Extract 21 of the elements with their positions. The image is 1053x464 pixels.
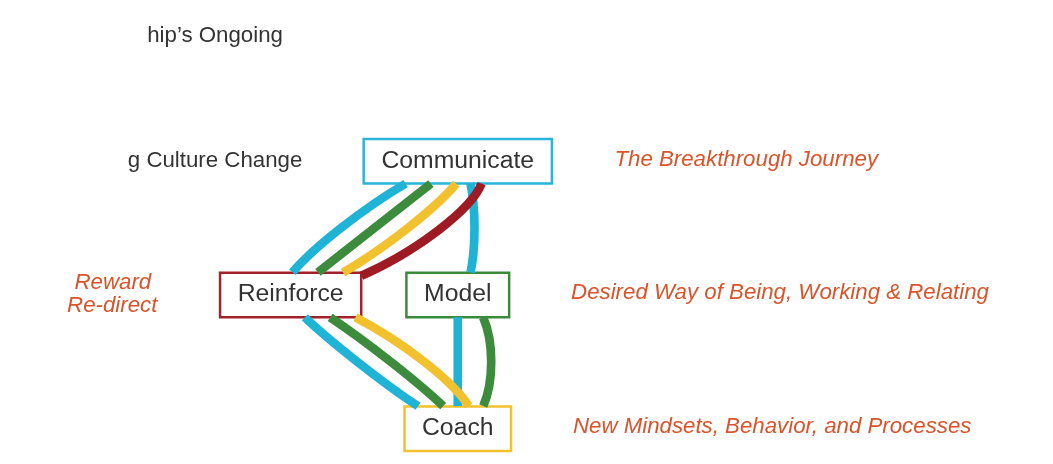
node-label: Re-direct — [67, 291, 158, 317]
label: g Culture Change — [127, 146, 303, 172]
connector — [479, 315, 496, 408]
connector — [359, 181, 486, 280]
connector — [301, 313, 421, 410]
node-box: Reinforce — [218, 271, 363, 319]
node-box: Communicate — [362, 137, 554, 185]
connector — [315, 179, 434, 276]
label: hip’s Ongoing — [147, 21, 283, 47]
node-label: Reward — [74, 268, 152, 294]
node-label: New Mindsets, Behavior, and Processes — [572, 412, 972, 438]
connector — [466, 182, 479, 273]
connector — [353, 313, 473, 409]
node-box: Coach — [403, 404, 513, 452]
connector — [289, 179, 408, 275]
connector — [340, 180, 460, 276]
connector — [453, 316, 463, 406]
node-label: The Breakthrough Journey — [614, 145, 879, 171]
connector — [327, 313, 447, 409]
node-box: Model — [405, 271, 511, 319]
node-label: Desired Way of Being, Working & Relating — [571, 278, 989, 304]
